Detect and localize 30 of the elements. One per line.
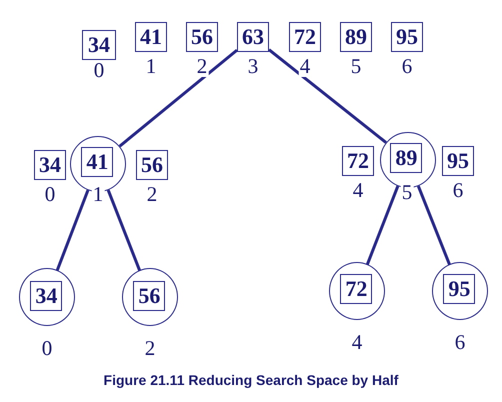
tree-edge (56, 190, 90, 272)
tree-node-circle (19, 268, 75, 326)
array-cell: 56 (136, 150, 168, 180)
index-label: 2 (196, 56, 208, 77)
tree-edge (416, 185, 452, 266)
tree-node-circle (122, 268, 178, 326)
array-cell: 95 (391, 22, 423, 52)
figure-caption: Figure 21.11 Reducing Search Space by Half (102, 372, 400, 388)
tree-edge (118, 48, 238, 148)
tree-edge (366, 186, 400, 266)
array-cell: 72 (340, 274, 372, 304)
tree-node-circle (329, 262, 385, 320)
array-cell: 34 (34, 150, 66, 180)
tree-node-circle (432, 262, 488, 320)
array-cell: 95 (442, 146, 474, 176)
array-cell: 72 (342, 146, 374, 176)
array-cell: 95 (443, 274, 476, 304)
array-cell: 34 (30, 281, 62, 312)
index-label: 4 (298, 56, 312, 77)
array-cell: 56 (186, 22, 218, 52)
array-cell: 72 (289, 22, 321, 52)
array-cell: 89 (390, 143, 422, 174)
array-cell: 56 (133, 281, 166, 312)
array-cell: 63 (237, 22, 269, 52)
array-cell: 89 (340, 22, 372, 52)
array-cell: 34 (82, 30, 116, 60)
array-cell: 41 (81, 147, 114, 178)
tree-edge (268, 48, 387, 144)
tree-edge (106, 190, 142, 272)
array-cell: 41 (135, 22, 167, 52)
